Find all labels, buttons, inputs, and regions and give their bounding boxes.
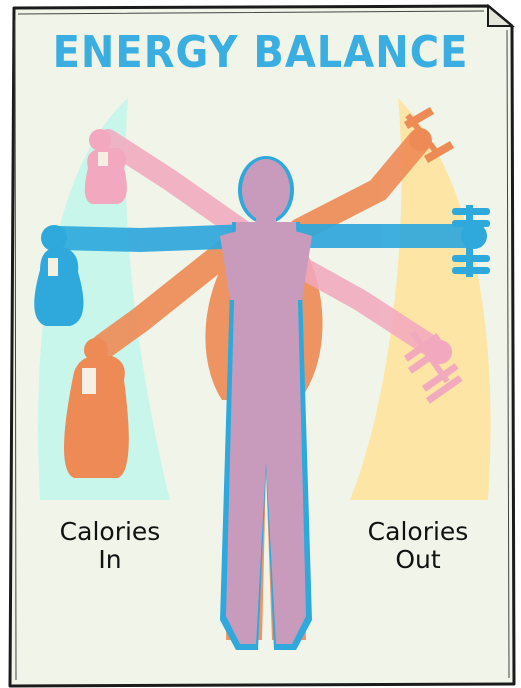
hand-blue-right (461, 223, 487, 249)
calories-out-line1: Calories (348, 518, 488, 546)
page-title: ENERGY BALANCE (0, 28, 521, 78)
calories-in-label: Calories In (40, 518, 180, 574)
hand-orange-left (84, 338, 108, 362)
calories-in-line1: Calories (40, 518, 180, 546)
hand-blue-left (41, 225, 67, 251)
page-curl-icon (488, 6, 512, 26)
grocery-bag-pink-icon (85, 148, 127, 204)
calories-in-line2: In (40, 546, 180, 574)
hand-pink-left (89, 129, 111, 151)
calories-out-label: Calories Out (348, 518, 488, 574)
grocery-bag-orange-icon (64, 356, 129, 478)
calories-out-line2: Out (348, 546, 488, 574)
grocery-bag-blue-icon (34, 248, 83, 326)
hand-pink-right (428, 340, 452, 364)
hand-orange-right (409, 129, 431, 151)
